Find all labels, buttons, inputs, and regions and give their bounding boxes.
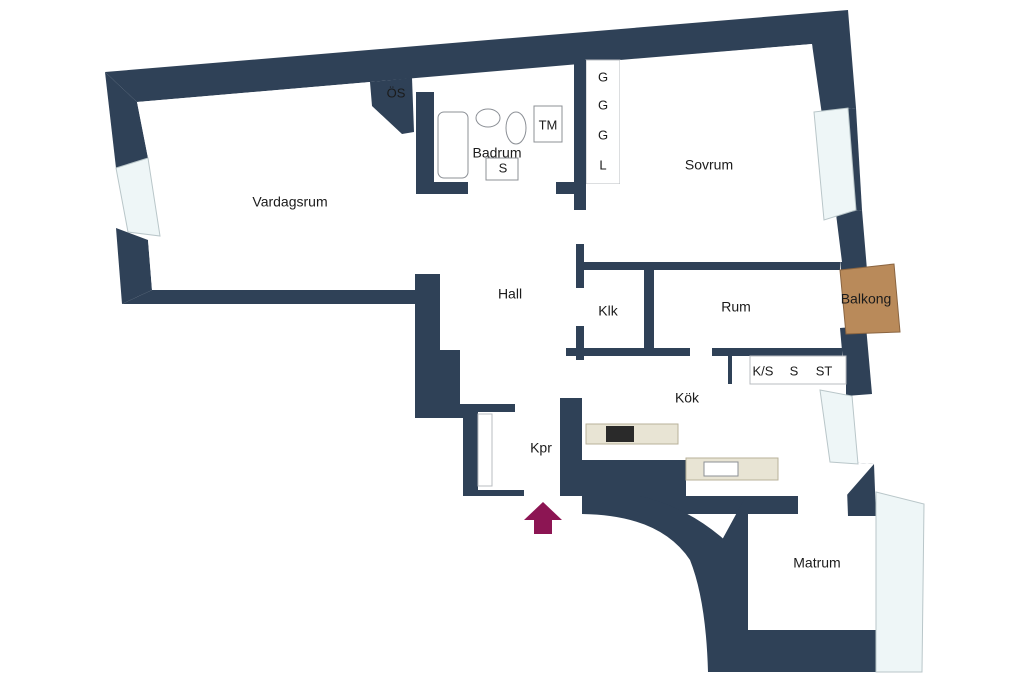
label-s-kitchen: S <box>790 363 799 378</box>
kitchen-fixtures <box>585 355 847 481</box>
windows <box>115 107 925 673</box>
label-s-bath: S <box>499 160 508 175</box>
toilet <box>505 111 527 145</box>
outer-walls <box>105 10 880 672</box>
label-g1: G <box>598 69 608 84</box>
bathtub <box>437 111 469 179</box>
washing-machine <box>533 105 563 143</box>
bath-cabinet <box>485 157 519 181</box>
balcony-floor <box>839 263 901 335</box>
label-sovrum: Sovrum <box>685 157 733 173</box>
label-kok: Kök <box>675 390 700 406</box>
label-vardagsrum: Vardagsrum <box>252 194 327 210</box>
stove <box>606 426 634 442</box>
label-g3: G <box>598 127 608 142</box>
label-kpr: Kpr <box>530 440 552 456</box>
window-bedroom <box>813 107 857 221</box>
label-l: L <box>599 157 606 172</box>
label-os: ÖS <box>387 85 406 100</box>
label-badrum: Badrum <box>472 145 521 161</box>
window-kitchen <box>819 389 859 465</box>
label-tm: TM <box>539 117 558 132</box>
window-dining-room <box>875 491 925 673</box>
label-hall: Hall <box>498 286 522 302</box>
label-balkong: Balkong <box>841 291 892 307</box>
kitchen-closet-row <box>749 355 847 385</box>
inner-walls <box>370 60 842 384</box>
label-ks: K/S <box>753 363 774 378</box>
sink <box>475 108 501 128</box>
bathroom-fixtures <box>437 105 563 181</box>
label-matrum: Matrum <box>793 555 840 571</box>
label-klk: Klk <box>598 303 618 319</box>
entrance-arrow-icon <box>524 502 562 534</box>
closet-labels: ÖS G G G L TM S K/S S ST <box>387 69 833 378</box>
kitchen-sink <box>703 461 739 477</box>
label-st: ST <box>816 363 833 378</box>
label-g2: G <box>598 97 608 112</box>
room-labels: Vardagsrum Sovrum Badrum Hall Klk Rum Kö… <box>252 145 891 571</box>
label-rum: Rum <box>721 299 751 315</box>
kpr-wardrobe <box>477 413 493 487</box>
window-living-room <box>115 157 161 237</box>
